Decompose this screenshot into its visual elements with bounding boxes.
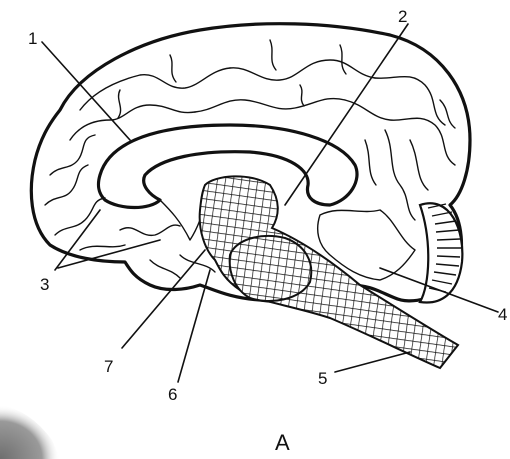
corner-shading [0,405,60,459]
label-2: 2 [398,7,407,26]
label-3: 3 [40,275,49,294]
label-6: 6 [168,385,177,404]
label-1: 1 [28,29,37,48]
label-5: 5 [318,369,327,388]
label-4: 4 [498,305,507,324]
pons [230,236,312,301]
figure-caption: A [275,430,290,455]
leader-5 [335,352,410,372]
label-7: 7 [104,357,113,376]
